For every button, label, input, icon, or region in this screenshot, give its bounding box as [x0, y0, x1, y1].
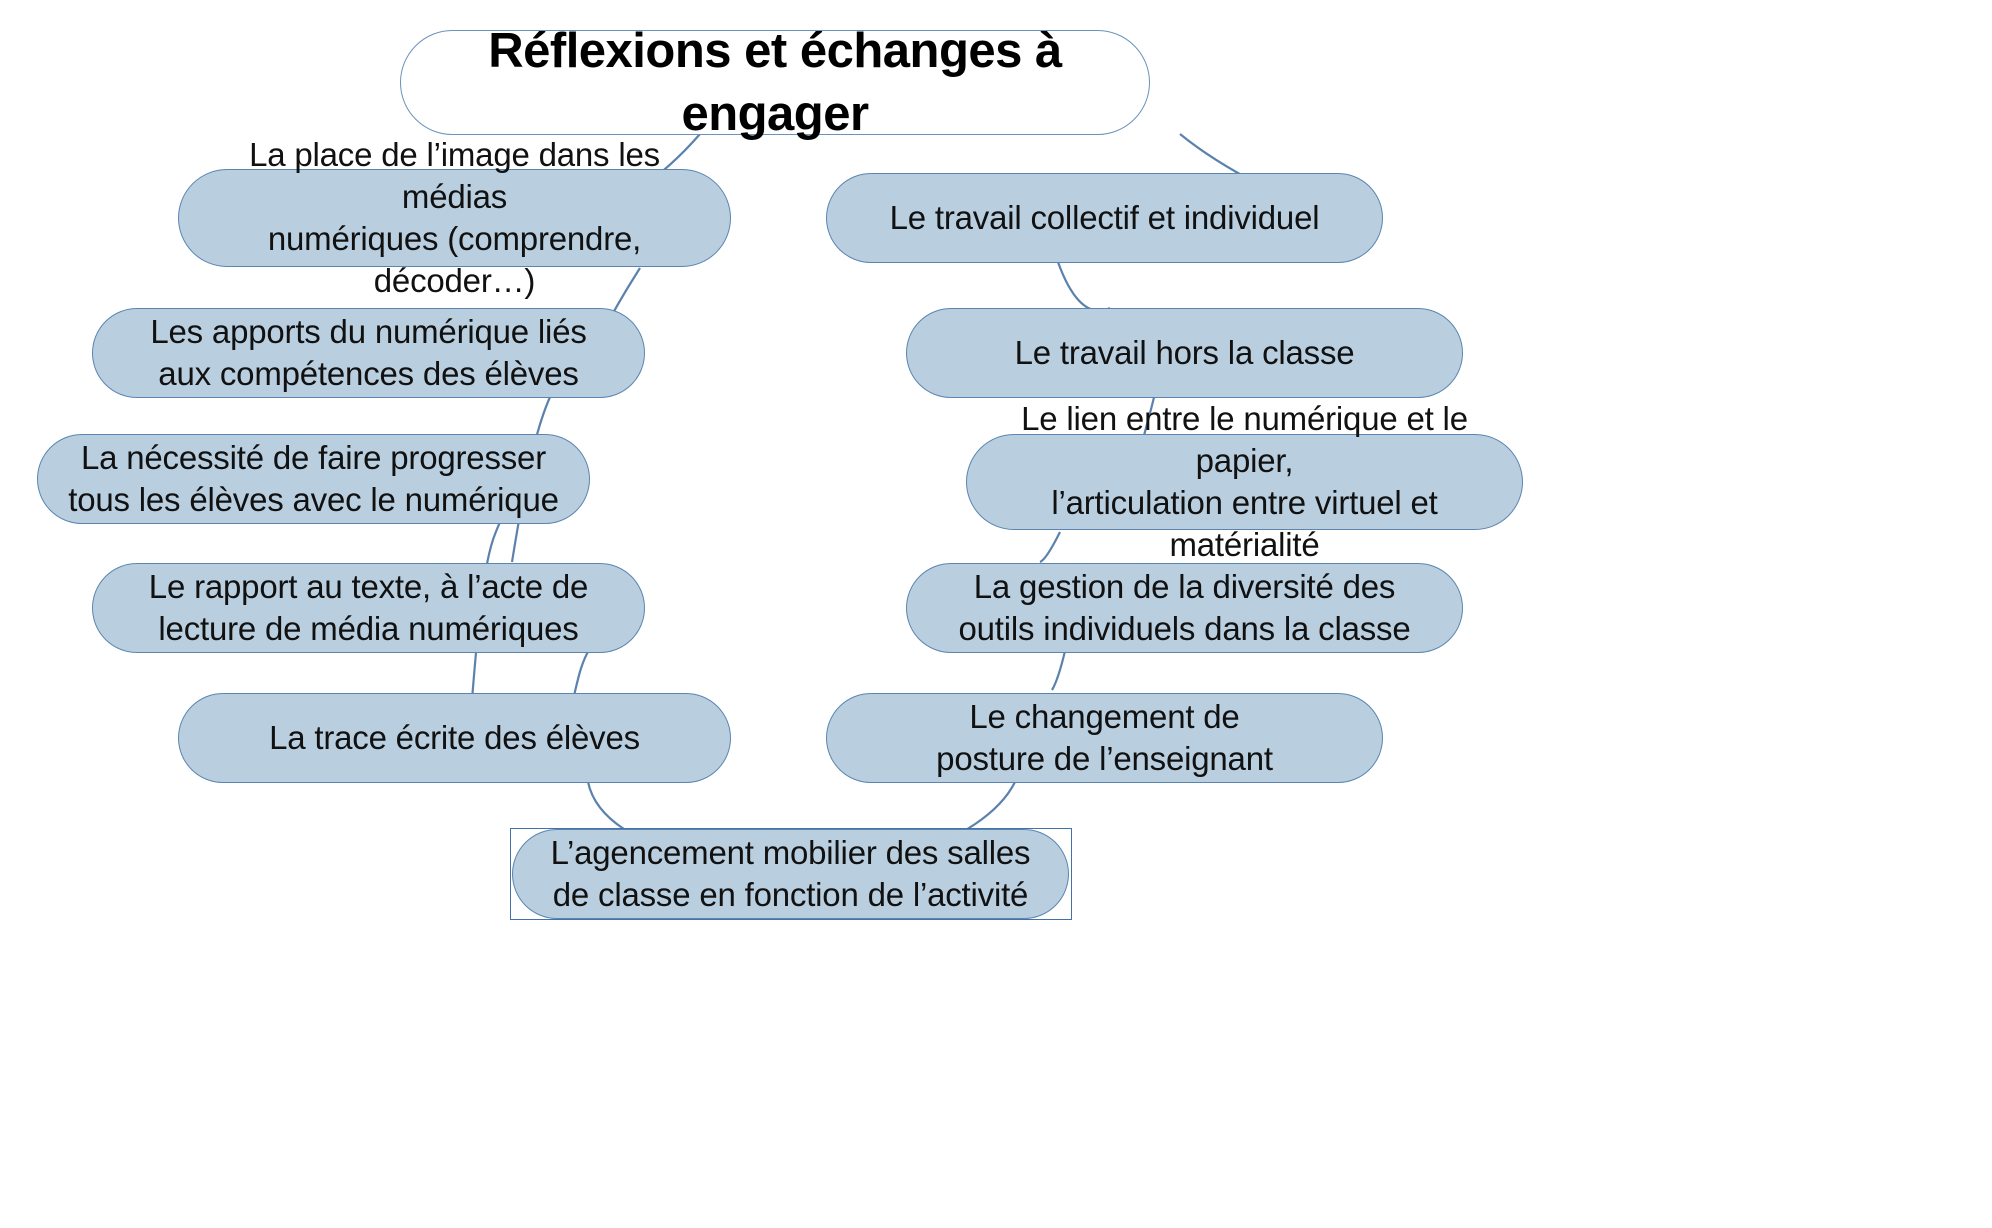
node-right-2[interactable]: Le travail hors la classe	[906, 308, 1463, 398]
node-left-5[interactable]: La trace écrite des élèves	[178, 693, 731, 783]
node-right-1-label: Le travail collectif et individuel	[889, 198, 1320, 236]
node-root[interactable]: Réflexions et échanges à engager	[400, 24, 1150, 141]
node-left-2[interactable]: Les apports du numérique liés aux compét…	[92, 308, 645, 398]
node-bottom-selected[interactable]: L’agencement mobilier des salles de clas…	[512, 829, 1069, 919]
node-right-4-label: La gestion de la diversité des outils in…	[958, 567, 1411, 647]
node-left-1-label: La place de l’image dans les médias numé…	[249, 135, 660, 300]
node-root-label: Réflexions et échanges à engager	[488, 23, 1062, 141]
node-left-5-label: La trace écrite des élèves	[269, 718, 640, 756]
node-right-3[interactable]: Le lien entre le numérique et le papier,…	[966, 400, 1523, 563]
connector-right-4-to-5	[1051, 650, 1067, 691]
node-right-5-label: Le changement de posture de l’enseignant	[936, 697, 1273, 777]
node-left-4[interactable]: Le rapport au texte, à l’acte de lecture…	[92, 563, 645, 653]
node-right-4[interactable]: La gestion de la diversité des outils in…	[906, 563, 1463, 653]
node-right-2-label: Le travail hors la classe	[1014, 333, 1355, 371]
node-left-4-label: Le rapport au texte, à l’acte de lecture…	[148, 567, 589, 647]
node-left-2-label: Les apports du numérique liés aux compét…	[150, 312, 587, 392]
node-left-1[interactable]: La place de l’image dans les médias numé…	[178, 136, 731, 299]
node-right-5[interactable]: Le changement de posture de l’enseignant	[826, 693, 1383, 783]
connector-right-1-to-2	[1056, 261, 1111, 312]
node-right-1[interactable]: Le travail collectif et individuel	[826, 173, 1383, 263]
node-left-3-label: La nécessité de faire progresser tous le…	[68, 438, 559, 518]
node-bottom-label: L’agencement mobilier des salles de clas…	[550, 833, 1031, 913]
node-left-3[interactable]: La nécessité de faire progresser tous le…	[37, 434, 590, 524]
node-right-3-label: Le lien entre le numérique et le papier,…	[1021, 399, 1468, 564]
